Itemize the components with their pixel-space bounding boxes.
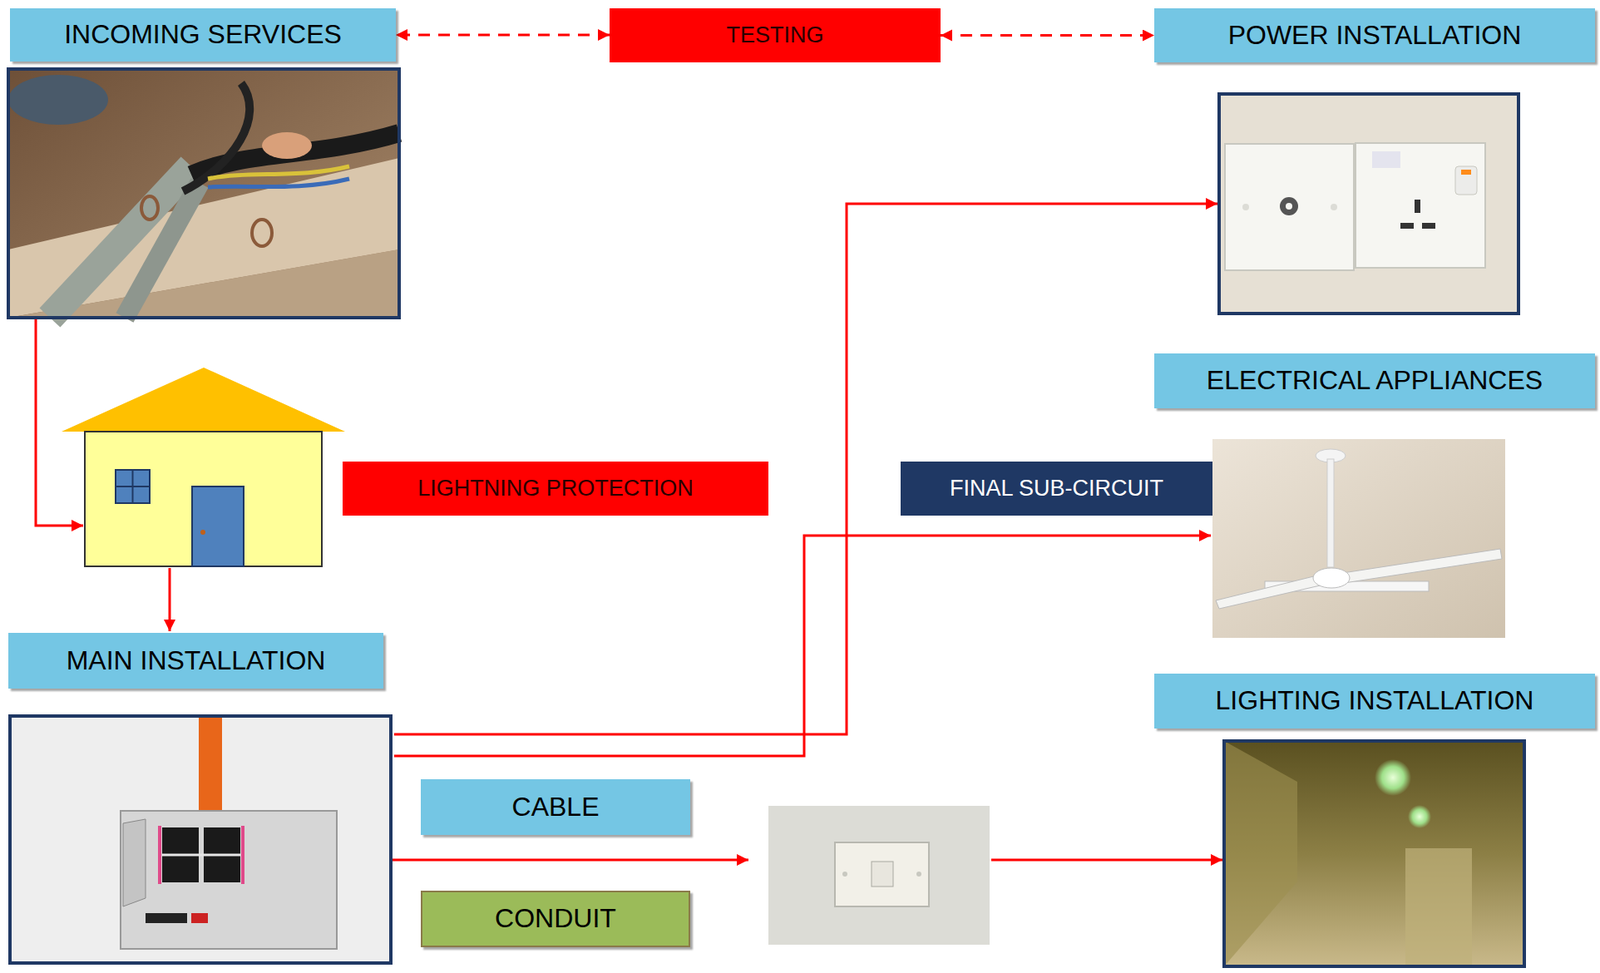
switch (1455, 166, 1477, 195)
box-label: MAIN INSTALLATION (66, 646, 326, 676)
screw (916, 871, 922, 877)
window-bar (115, 485, 150, 488)
downrod (1327, 459, 1334, 568)
wall (1219, 93, 1519, 314)
door (192, 486, 244, 567)
subcircuit-box: FINAL SUB-CIRCUIT (900, 461, 1213, 516)
tv-plate (1224, 143, 1354, 271)
box-label: LIGHTING INSTALLATION (1215, 686, 1535, 716)
switch-plate (834, 842, 929, 907)
socket-photo (1219, 93, 1519, 314)
cable-core (207, 178, 350, 188)
wall (768, 805, 990, 945)
dashed-connector (395, 34, 610, 37)
material-box: CABLE (420, 779, 691, 835)
section-box: POWER INSTALLATION (1154, 8, 1596, 63)
flow-arrow (168, 567, 172, 632)
flow-arrow (35, 319, 84, 526)
screw (1330, 203, 1338, 211)
box-label: INCOMING SERVICES (64, 19, 342, 50)
box-label: CABLE (512, 792, 600, 822)
screw (1242, 203, 1250, 211)
clip (141, 196, 159, 220)
earth-slot (1414, 199, 1421, 213)
window (115, 469, 150, 504)
doorway (1405, 848, 1472, 967)
photo-frame (8, 69, 400, 318)
roof (61, 367, 346, 432)
breaker-gap (162, 854, 241, 857)
room (1224, 740, 1525, 967)
incoming-photo (8, 69, 400, 318)
box-label: POWER INSTALLATION (1228, 20, 1522, 50)
label-strip (158, 825, 162, 884)
side-wall (1224, 740, 1298, 967)
lighting-photo (1224, 740, 1525, 967)
cable-core (207, 166, 350, 179)
screw (842, 871, 848, 877)
meter (145, 913, 188, 924)
dashed-connector (940, 34, 1155, 37)
material-box: CONDUIT (420, 890, 691, 948)
worker-leg (8, 74, 109, 125)
fan-photo (1212, 439, 1506, 638)
photo-frame (1224, 740, 1525, 967)
testing-box: TESTING (609, 8, 941, 63)
flow-arrow (392, 859, 749, 862)
section-box: LIGHTING INSTALLATION (1154, 673, 1596, 729)
switch-rocker (871, 861, 894, 887)
door-knob (200, 529, 206, 535)
meter-display (191, 913, 208, 924)
pin-slot (1422, 222, 1436, 229)
box-label: CONDUIT (494, 903, 617, 934)
section-box: MAIN INSTALLATION (8, 632, 384, 689)
tv-socket (1279, 197, 1299, 216)
house (61, 367, 346, 567)
section-box: INCOMING SERVICES (9, 8, 396, 62)
photo-frame (9, 716, 391, 963)
label-strip (241, 825, 245, 884)
fan-motor (1313, 567, 1350, 588)
indicator (1461, 169, 1472, 175)
photo-ground (8, 69, 400, 318)
box-label: TESTING (725, 23, 824, 49)
fan-blade (1215, 573, 1328, 609)
box-label: LIGHTNING PROTECTION (417, 476, 694, 502)
house-wall (84, 431, 322, 567)
box-label: FINAL SUB-CIRCUIT (949, 476, 1164, 502)
pipe (124, 182, 200, 318)
section-box: ELECTRICAL APPLIANCES (1154, 353, 1596, 409)
board-door (123, 819, 146, 907)
wall (9, 716, 391, 963)
clip (251, 219, 272, 247)
box-label: ELECTRICAL APPLIANCES (1206, 365, 1543, 396)
tv-socket-hole (1285, 202, 1293, 210)
distribution-board (120, 810, 337, 949)
panel-photo (9, 716, 391, 963)
flow-arrow (991, 859, 1223, 862)
sticker (1372, 151, 1401, 168)
socket-plate (1355, 143, 1486, 268)
switch-photo (768, 805, 990, 945)
ceiling-light (1407, 804, 1432, 829)
flow-arrows (35, 203, 1223, 860)
flow-arrow (394, 535, 1211, 756)
ceiling (1212, 439, 1506, 638)
pin-slot (1400, 222, 1414, 229)
hand (261, 132, 312, 159)
fan-blade (1337, 548, 1502, 584)
ceiling-light (1374, 759, 1412, 796)
protection-box: LIGHTNING PROTECTION (342, 461, 769, 516)
orange-conduit (198, 717, 223, 814)
photo-frame (1219, 93, 1519, 314)
